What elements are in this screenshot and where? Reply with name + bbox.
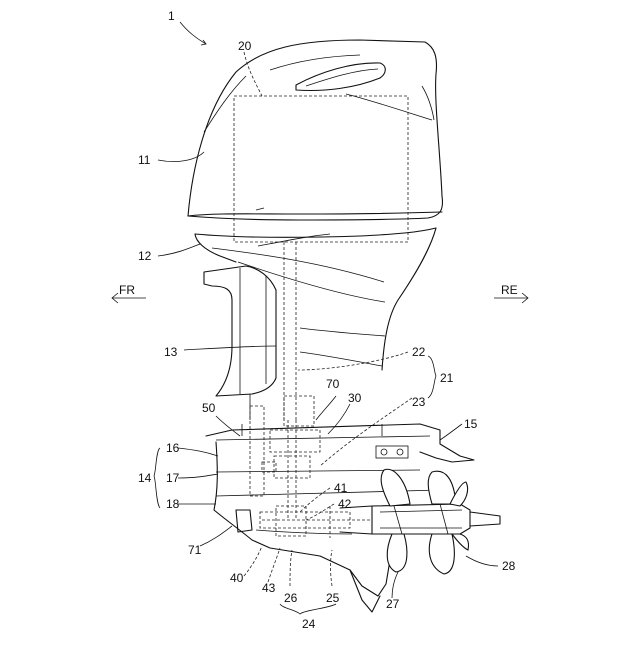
label-12: 12 xyxy=(138,249,152,263)
label-25: 25 xyxy=(326,591,340,605)
front-direction-label: FR xyxy=(119,283,135,297)
label-13: 13 xyxy=(164,345,178,359)
label-42: 42 xyxy=(338,497,352,511)
label-27: 27 xyxy=(386,597,400,611)
label-23: 23 xyxy=(412,395,426,409)
label-26: 26 xyxy=(284,591,298,605)
label-70: 70 xyxy=(326,377,340,391)
label-40: 40 xyxy=(230,571,244,585)
bracket xyxy=(204,266,276,420)
label-22: 22 xyxy=(412,345,426,359)
upper-cowling xyxy=(188,40,442,237)
label-16: 16 xyxy=(166,441,180,455)
label-15: 15 xyxy=(464,417,478,431)
gear-train xyxy=(250,396,372,538)
leader-lines xyxy=(154,22,498,614)
label-21: 21 xyxy=(440,371,454,385)
label-1: 1 xyxy=(168,9,175,23)
front-propeller xyxy=(381,469,410,572)
label-43: 43 xyxy=(262,581,276,595)
label-50: 50 xyxy=(202,401,216,415)
label-18: 18 xyxy=(166,497,180,511)
propeller-shaft xyxy=(340,504,500,534)
rear-propeller xyxy=(428,471,468,574)
label-24: 24 xyxy=(302,617,316,631)
label-71: 71 xyxy=(188,543,202,557)
label-28: 28 xyxy=(502,559,516,573)
label-20: 20 xyxy=(238,39,252,53)
anti-ventilation-plate xyxy=(206,424,474,462)
label-30: 30 xyxy=(348,391,362,405)
label-14: 14 xyxy=(138,471,152,485)
lower-casing xyxy=(214,442,440,596)
label-41: 41 xyxy=(334,481,348,495)
label-17: 17 xyxy=(166,471,180,485)
rear-direction-label: RE xyxy=(501,283,518,297)
lower-cowling xyxy=(195,228,436,370)
label-11: 11 xyxy=(138,153,151,167)
